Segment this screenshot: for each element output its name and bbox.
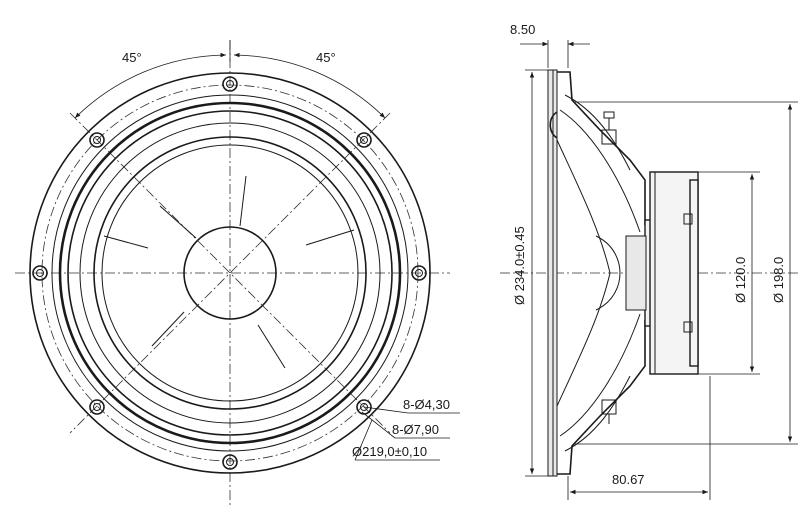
angle-label-left: 45° bbox=[122, 50, 142, 65]
hole-leader-line bbox=[363, 406, 409, 414]
pole-piece bbox=[625, 235, 647, 311]
depth-label: 80.67 bbox=[612, 472, 645, 487]
terminal-lower bbox=[601, 399, 617, 424]
cone-radial-line bbox=[305, 229, 355, 246]
flange-thickness-label: 8.50 bbox=[510, 22, 535, 37]
mounting-hole-top-right bbox=[356, 132, 372, 148]
terminal-upper bbox=[601, 111, 617, 145]
cone-ring bbox=[101, 144, 359, 402]
diagonal-line-right bbox=[69, 112, 391, 434]
cone-radial-line bbox=[103, 235, 149, 249]
counterbore-callout: 8-Ø7,90 bbox=[392, 422, 439, 437]
cone-outer-ring bbox=[93, 136, 367, 410]
basket-profile-upper bbox=[557, 71, 646, 225]
basket-rib-lower bbox=[559, 313, 641, 437]
bolt-circle-callout: Ø219,0±0,10 bbox=[352, 444, 427, 459]
cone-radial-line bbox=[257, 324, 286, 369]
hole-callout: 8-Ø4,30 bbox=[403, 397, 450, 412]
angle-arc-left bbox=[74, 52, 227, 119]
cone-radial-line bbox=[151, 311, 185, 347]
basket-profile-lower bbox=[557, 320, 646, 475]
diagonal-line-left bbox=[69, 112, 391, 434]
cone-radial-line bbox=[239, 175, 247, 227]
mounting-hole-bottom bbox=[222, 454, 238, 470]
front-view: 45° 45° 8-Ø4,30 8-Ø7,90 Ø219,0±0,10 bbox=[15, 40, 460, 505]
bolt-circle bbox=[41, 84, 419, 462]
magnet-diameter-label: Ø 120.0 bbox=[733, 257, 748, 303]
magnet-back-plate bbox=[689, 179, 699, 367]
outer-frame-ring bbox=[29, 72, 431, 474]
bolt-circle-leader-line bbox=[354, 419, 373, 461]
angle-arc-right bbox=[233, 52, 386, 119]
surround-outer-ring bbox=[67, 110, 393, 436]
outer-diameter-label: Ø 234.0±0.45 bbox=[512, 226, 527, 305]
cone-curve bbox=[556, 139, 611, 407]
surround-ring bbox=[79, 122, 381, 424]
mounting-hole-top-left bbox=[89, 132, 105, 148]
basket-rib-lower-2 bbox=[564, 375, 631, 452]
mounting-hole-bottom-left bbox=[89, 399, 105, 415]
mounting-hole-left bbox=[32, 265, 48, 281]
dust-cap-profile bbox=[595, 235, 621, 311]
mounting-hole-right bbox=[411, 265, 427, 281]
counterbore-leader-line bbox=[361, 411, 396, 439]
dust-cap bbox=[183, 226, 277, 320]
magnet-clip-lower bbox=[683, 321, 693, 333]
basket-rib-upper-2 bbox=[564, 94, 631, 171]
basket-diameter-label: Ø 198.0 bbox=[771, 257, 786, 303]
gasket-ring bbox=[58, 101, 402, 445]
side-view: 8.50 Ø 234.0±0.45 Ø 120.0 Ø 198.0 80.67 bbox=[500, 22, 800, 500]
angle-label-right: 45° bbox=[316, 50, 336, 65]
frame-inner-ring bbox=[51, 94, 409, 452]
magnet-clip-upper bbox=[683, 213, 693, 225]
cone-radial-line bbox=[159, 205, 197, 239]
basket-rib-upper bbox=[559, 109, 641, 233]
surround-bump-upper bbox=[549, 111, 558, 139]
